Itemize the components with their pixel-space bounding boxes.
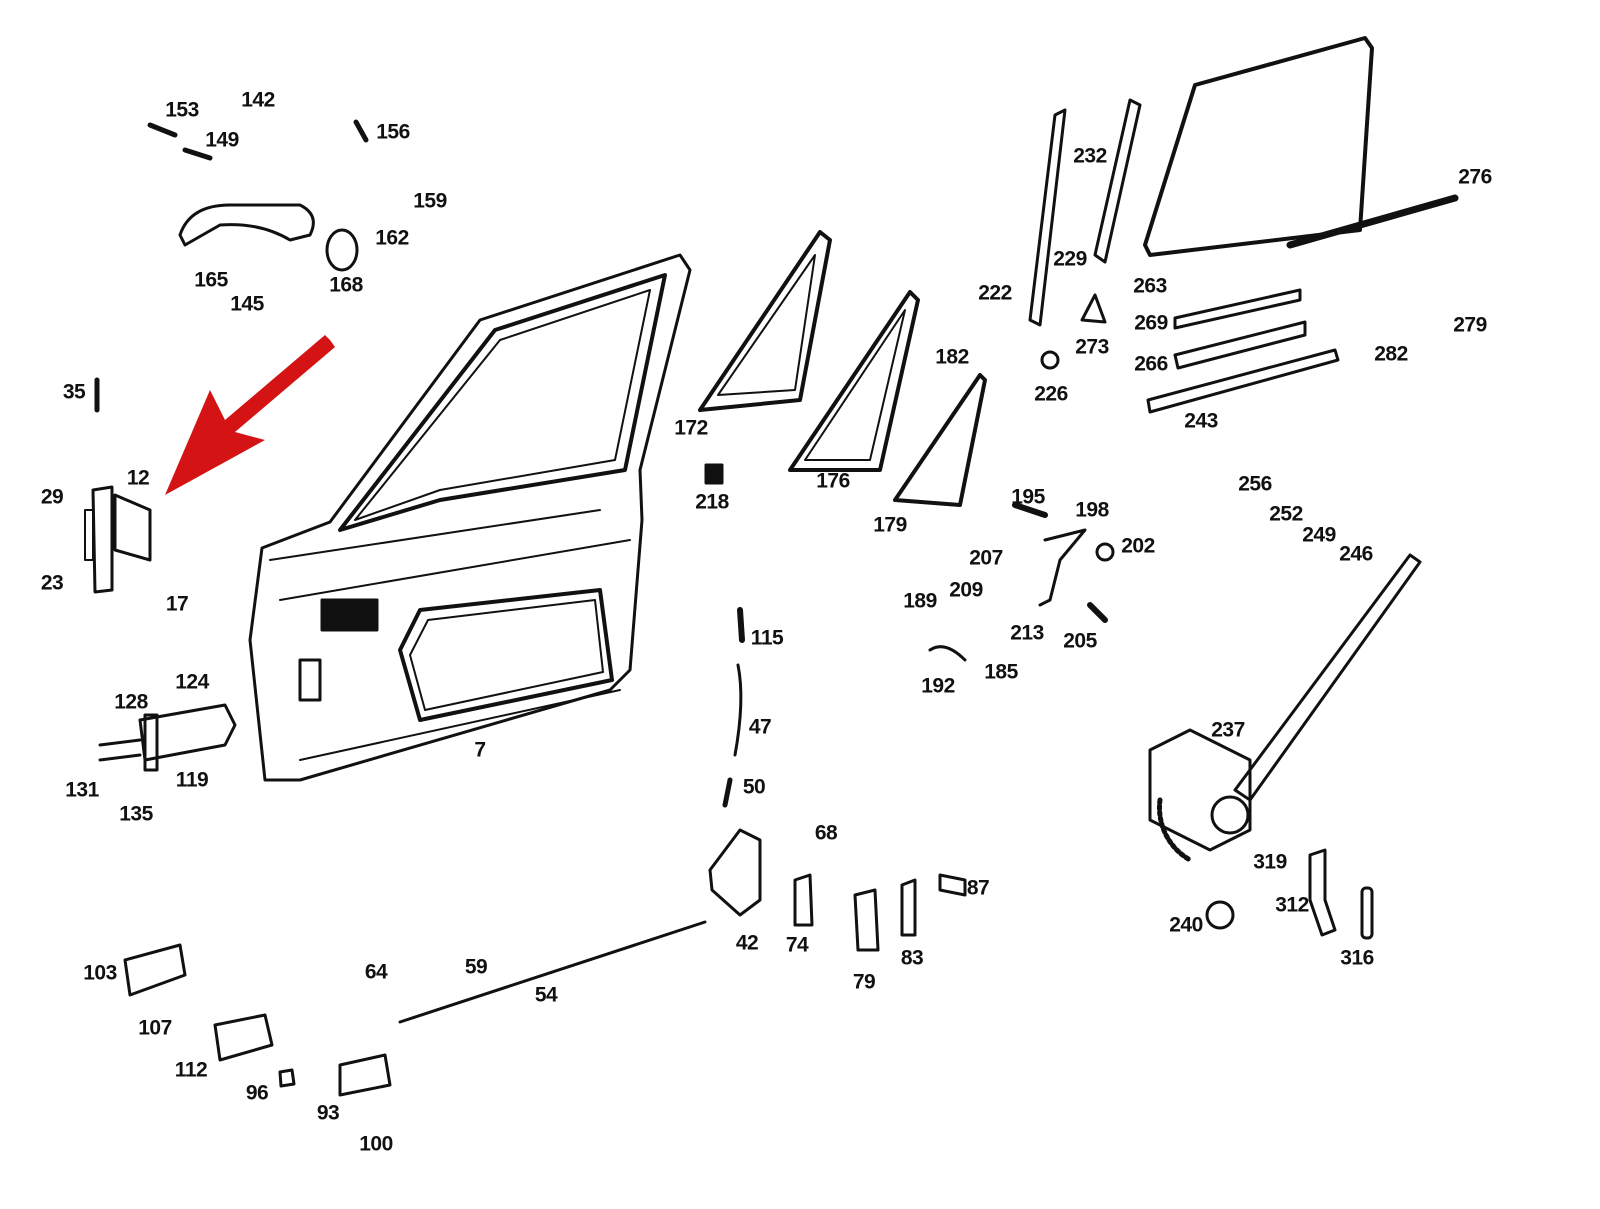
- part-label: 145: [230, 292, 264, 316]
- part-label: 64: [364, 960, 388, 984]
- part-label: 243: [1184, 409, 1218, 433]
- part-label: 153: [165, 98, 199, 122]
- part-label: 263: [1133, 274, 1167, 298]
- part-label: 218: [695, 490, 729, 514]
- part-label: 54: [534, 983, 558, 1007]
- part-label: 279: [1453, 313, 1487, 337]
- door-check-part: [98, 703, 237, 772]
- door-shell: [248, 253, 692, 782]
- part-label: 205: [1063, 629, 1097, 653]
- part-label: 237: [1211, 718, 1245, 742]
- part-label: 316: [1340, 946, 1374, 970]
- window-glass-parts: [1028, 36, 1459, 414]
- part-label: 319: [1253, 850, 1287, 874]
- part-label: 83: [900, 946, 924, 970]
- part-label: 23: [40, 571, 64, 595]
- part-label: 142: [241, 88, 275, 112]
- part-label: 172: [674, 416, 708, 440]
- part-label: 68: [814, 821, 838, 845]
- part-label: 135: [119, 802, 153, 826]
- part-label: 226: [1034, 382, 1068, 406]
- part-label: 222: [978, 281, 1012, 305]
- part-label: 165: [194, 268, 228, 292]
- part-label: 207: [969, 546, 1003, 570]
- part-label: 131: [65, 778, 99, 802]
- part-label: 59: [464, 955, 488, 979]
- part-label: 198: [1075, 498, 1109, 522]
- hinge-part: [84, 377, 152, 594]
- part-label: 115: [750, 626, 784, 650]
- part-label: 103: [83, 961, 117, 985]
- part-label: 156: [376, 120, 410, 144]
- part-label: 229: [1053, 247, 1087, 271]
- part-label: 232: [1073, 144, 1107, 168]
- vent-window-parts: [698, 230, 987, 507]
- part-label: 179: [873, 513, 907, 537]
- part-label: 87: [966, 876, 990, 900]
- part-label: 273: [1075, 335, 1109, 359]
- latch-and-rods: [398, 607, 967, 1024]
- part-label: 12: [126, 466, 150, 490]
- part-label: 100: [359, 1132, 393, 1156]
- remote-linkage-parts: [928, 502, 1115, 662]
- part-label: 269: [1134, 311, 1168, 335]
- part-label: 168: [329, 273, 363, 297]
- part-label: 209: [949, 578, 983, 602]
- part-label: 96: [245, 1081, 269, 1105]
- part-label: 256: [1238, 472, 1272, 496]
- part-label: 276: [1458, 165, 1492, 189]
- part-label: 182: [935, 345, 969, 369]
- part-label: 29: [40, 485, 64, 509]
- part-label: 266: [1134, 352, 1168, 376]
- part-label: 252: [1269, 502, 1303, 526]
- indicator-arrow: [165, 335, 335, 495]
- part-label: 35: [62, 380, 86, 404]
- part-label: 47: [748, 715, 772, 739]
- part-label: 213: [1010, 621, 1044, 645]
- part-label: 189: [903, 589, 937, 613]
- part-label: 42: [735, 931, 759, 955]
- inside-handle-parts: [123, 943, 392, 1097]
- part-label: 124: [175, 670, 209, 694]
- part-label: 159: [413, 189, 447, 213]
- part-label: 312: [1275, 893, 1309, 917]
- part-label: 7: [474, 738, 486, 762]
- window-regulator-part: [1148, 553, 1422, 940]
- part-label: 149: [205, 128, 239, 152]
- part-label: 176: [816, 469, 850, 493]
- part-label: 128: [114, 690, 148, 714]
- part-label: 195: [1011, 485, 1045, 509]
- part-label: 17: [165, 592, 189, 616]
- part-label: 240: [1169, 913, 1203, 937]
- part-label: 79: [852, 970, 876, 994]
- part-label: 112: [174, 1058, 208, 1082]
- part-label: 185: [984, 660, 1018, 684]
- outer-handle-part: [147, 119, 369, 272]
- part-label: 119: [175, 768, 209, 792]
- part-label: 249: [1302, 523, 1336, 547]
- part-label: 192: [921, 674, 955, 698]
- part-label: 74: [785, 933, 809, 957]
- part-label: 107: [138, 1016, 172, 1040]
- part-label: 282: [1374, 342, 1408, 366]
- part-label: 50: [742, 775, 766, 799]
- part-label: 246: [1339, 542, 1373, 566]
- part-label: 202: [1121, 534, 1155, 558]
- part-label: 93: [316, 1101, 340, 1125]
- part-label: 162: [375, 226, 409, 250]
